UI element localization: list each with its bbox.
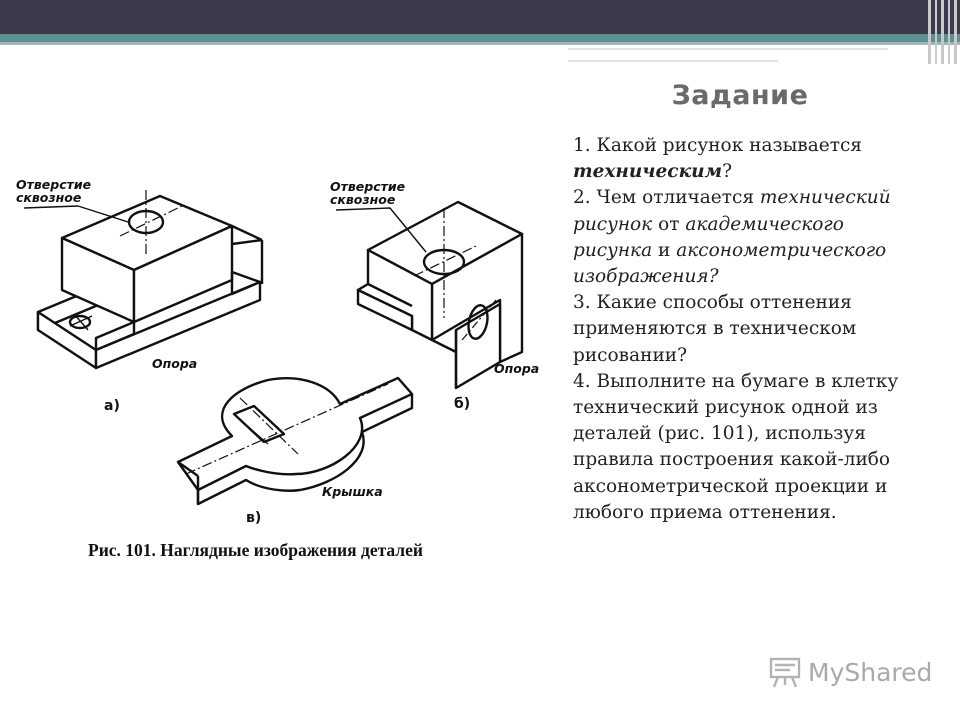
task-item: 3. Какие способы оттенения применяются в… xyxy=(573,292,857,366)
label-support-a: Опора xyxy=(152,356,198,371)
label-hole-a: Отверстие сквозное xyxy=(16,177,92,205)
task-item: 4. Выполните на бумаге в клетку техничес… xyxy=(573,370,899,523)
header-accent-stripe xyxy=(0,34,960,42)
corner-decoration xyxy=(926,0,960,64)
header-divider xyxy=(0,42,960,45)
label-hole-b: Отверстие сквозное xyxy=(330,179,406,207)
label-cover: Крышка xyxy=(322,484,383,499)
watermark-brand: MyShared xyxy=(808,658,933,687)
title-decoration-line xyxy=(568,48,888,50)
technical-drawing-figure xyxy=(23,190,524,506)
part-a-drawing xyxy=(23,190,264,370)
title-decoration-line xyxy=(568,60,778,62)
figure-caption: Рис. 101. Наглядные изображения деталей xyxy=(88,540,423,560)
sublabel-c: в) xyxy=(246,510,262,526)
label-support-b: Опора xyxy=(494,361,540,376)
watermark: MyShared xyxy=(768,655,932,691)
slide-title: Задание xyxy=(671,80,809,111)
task-item: 2. Чем отличается технический рисунок от… xyxy=(573,187,891,288)
task-list: 1. Какой рисунок называется техническим?… xyxy=(573,133,913,526)
sublabel-a: а) xyxy=(104,398,120,414)
presentation-board-icon xyxy=(769,657,801,688)
task-item: 1. Какой рисунок называется техническим? xyxy=(573,135,862,183)
sublabel-b: б) xyxy=(454,396,471,412)
part-b-drawing xyxy=(335,200,524,390)
header-bar xyxy=(0,0,960,34)
part-c-drawing xyxy=(176,376,414,506)
